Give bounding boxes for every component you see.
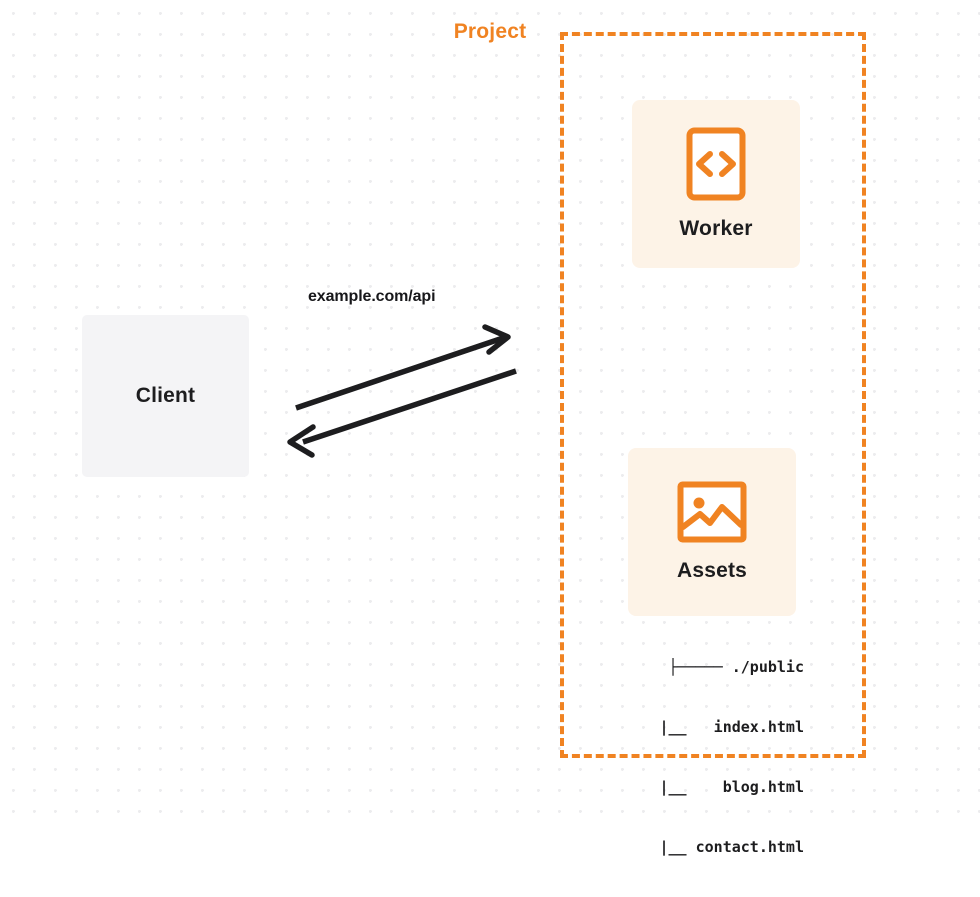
image-picture-icon bbox=[677, 481, 747, 543]
project-group-title: Project bbox=[446, 20, 534, 44]
project-group bbox=[560, 32, 866, 758]
assets-file-tree: ├───── ./public |__ index.html |__ blog.… bbox=[596, 617, 804, 897]
worker-card[interactable]: Worker bbox=[632, 100, 800, 268]
tree-line-root: ├───── ./public bbox=[668, 658, 804, 676]
response-arrow bbox=[287, 368, 517, 458]
code-brackets-icon bbox=[686, 127, 746, 201]
tree-line-blog: |__ blog.html bbox=[614, 778, 804, 796]
assets-card-label: Assets bbox=[676, 559, 748, 582]
assets-card[interactable]: Assets bbox=[628, 448, 796, 616]
request-arrow bbox=[295, 324, 511, 411]
client-node-label: Client bbox=[135, 384, 196, 407]
tree-line-contact: |__ contact.html bbox=[614, 838, 804, 856]
tree-line-index: |__ index.html bbox=[614, 718, 804, 736]
worker-card-label: Worker bbox=[679, 217, 753, 240]
diagram-canvas: Client example.com/api Project Worker bbox=[0, 0, 980, 856]
edge-label: example.com/api bbox=[308, 288, 436, 305]
client-node[interactable]: Client bbox=[82, 315, 249, 477]
